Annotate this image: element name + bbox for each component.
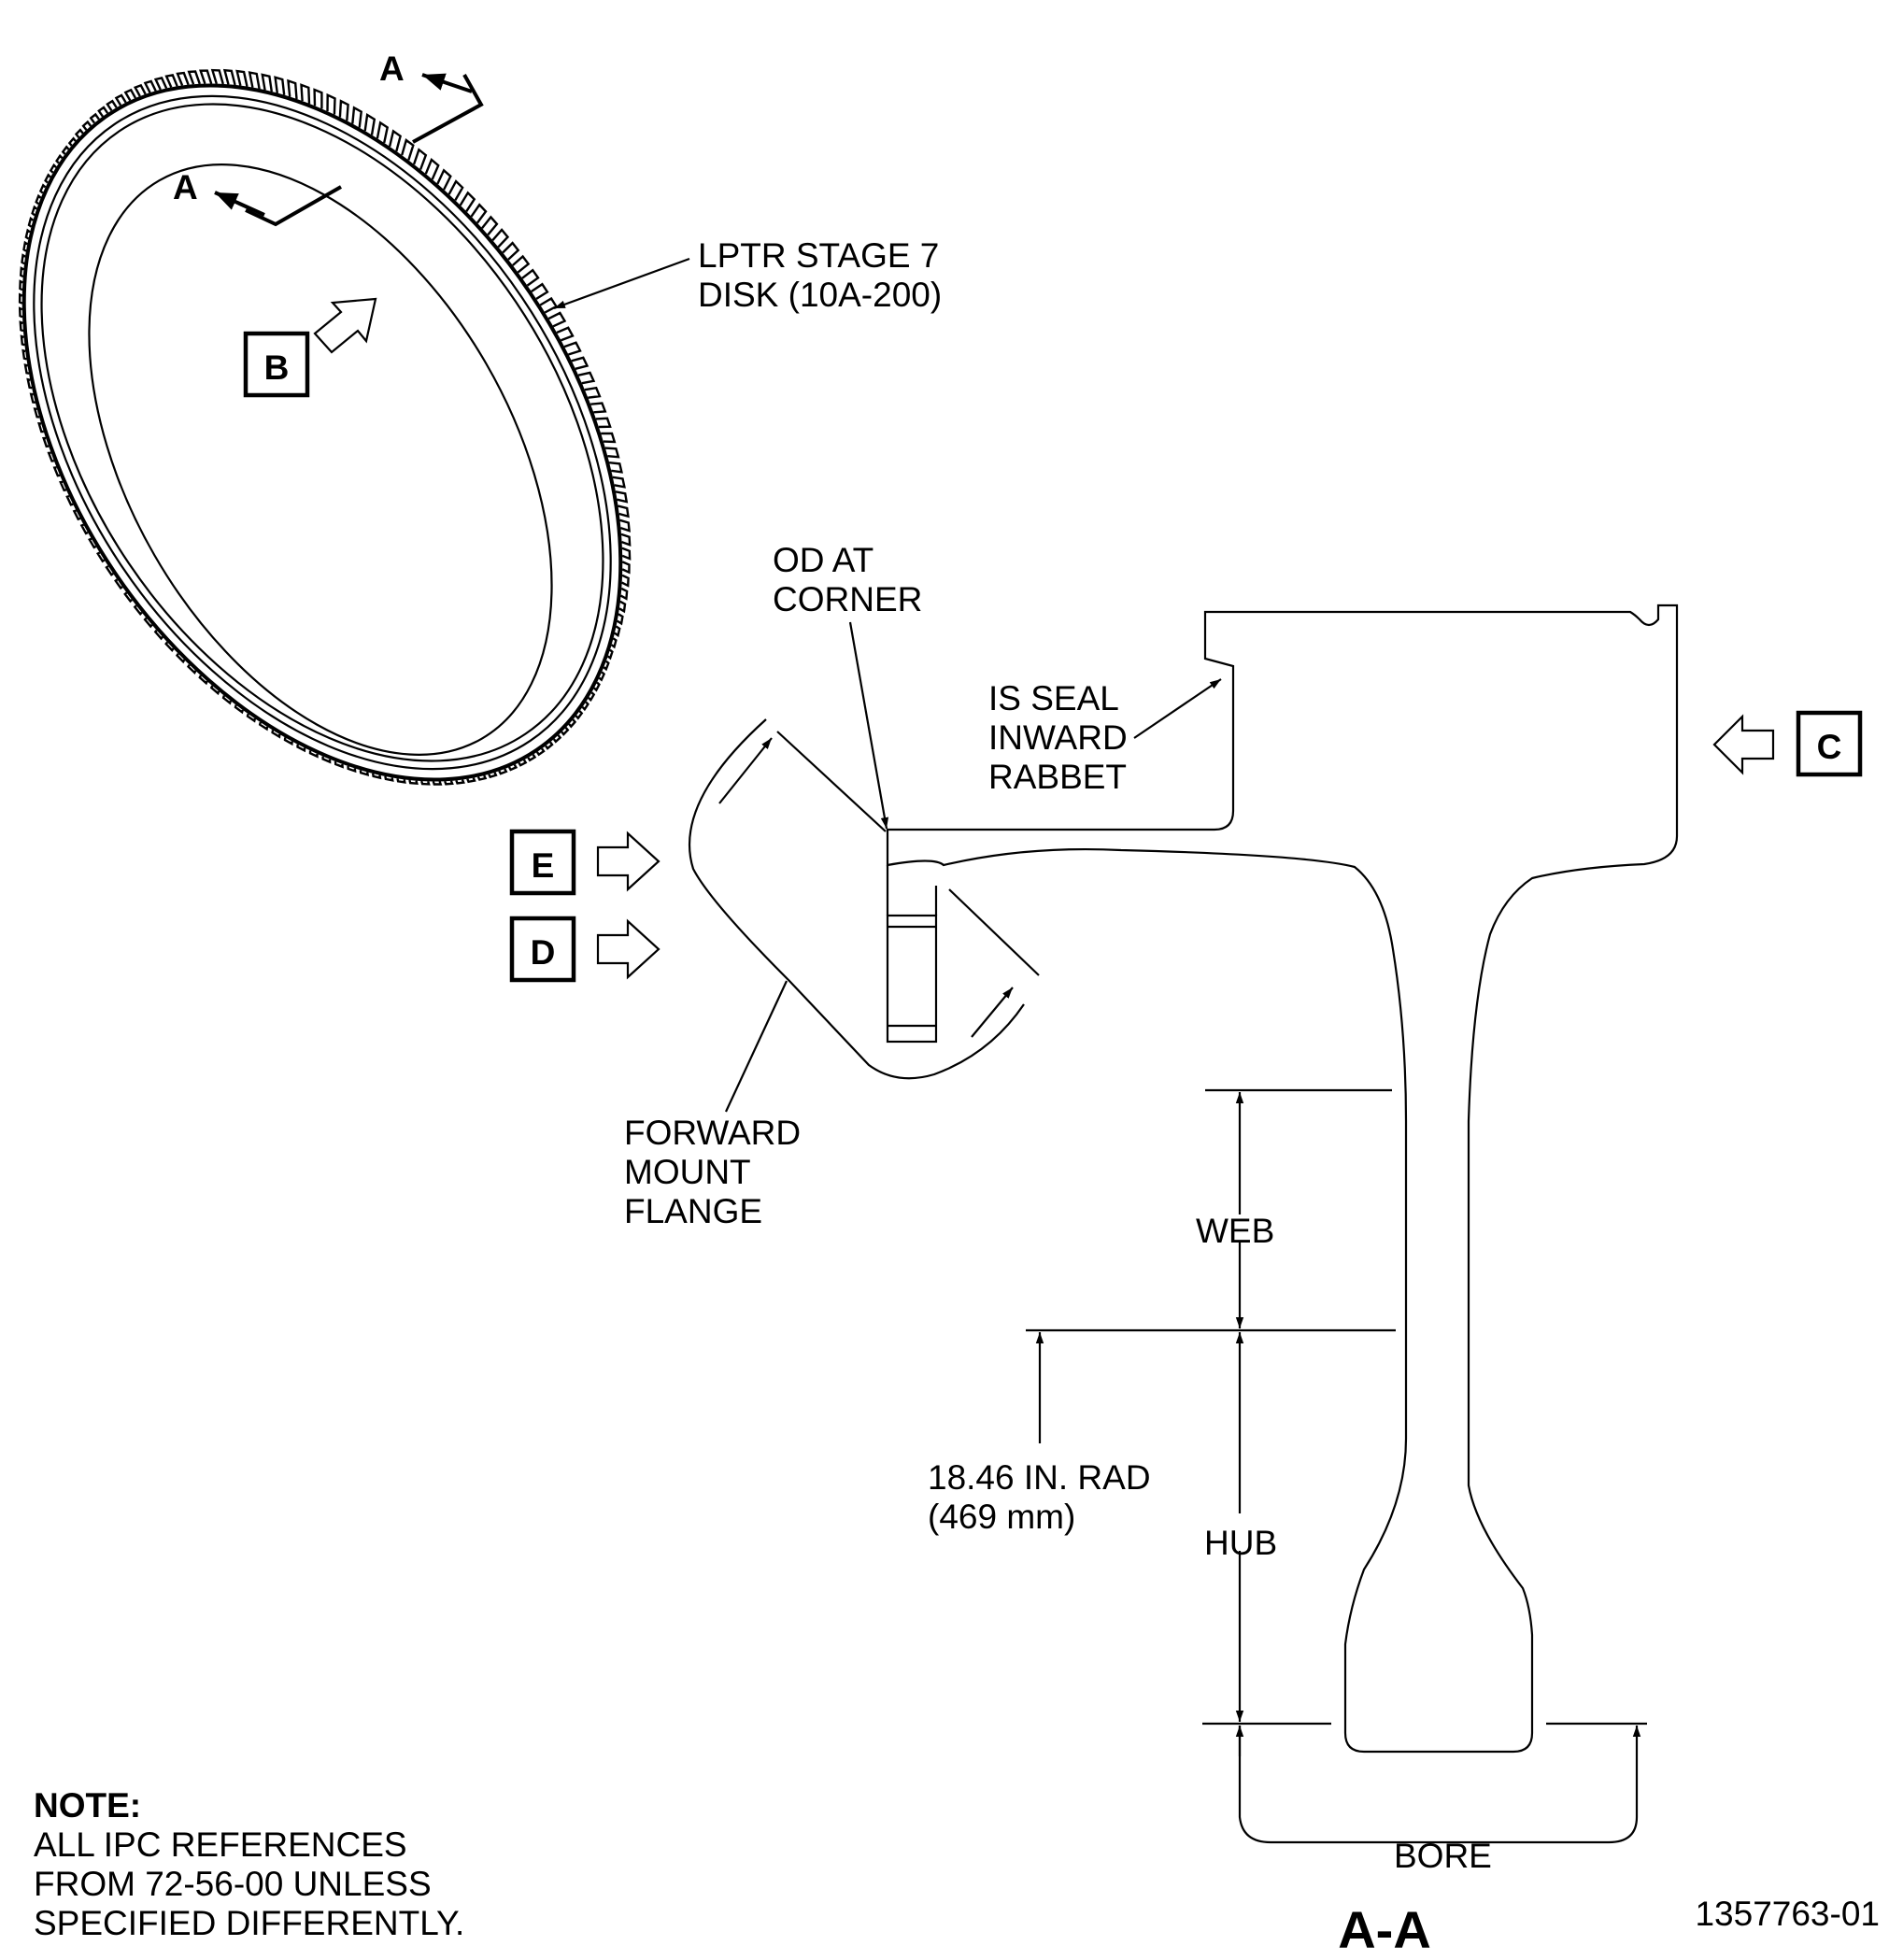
note-line1: ALL IPC REFERENCES bbox=[34, 1825, 407, 1864]
od-leader-line bbox=[848, 621, 889, 830]
view-d-label: D bbox=[531, 933, 556, 972]
od-label-line2: CORNER bbox=[773, 580, 922, 618]
note-line3: SPECIFIED DIFFERENTLY. bbox=[34, 1904, 464, 1942]
note-block: NOTE: ALL IPC REFERENCES FROM 72-56-00 U… bbox=[34, 1786, 464, 1942]
seal-label-line3: RABBET bbox=[988, 758, 1127, 796]
disk-teeth bbox=[18, 68, 632, 786]
flange-label-line3: FLANGE bbox=[624, 1192, 762, 1230]
view-c-label: C bbox=[1817, 728, 1842, 766]
section-marker-a-left: A bbox=[173, 168, 198, 206]
view-e-label: E bbox=[532, 846, 555, 885]
bore-label: BORE bbox=[1394, 1837, 1492, 1875]
seal-label-line2: INWARD bbox=[988, 718, 1128, 757]
section-profile bbox=[886, 604, 1679, 1754]
forward-mount-flange-outline bbox=[688, 718, 1025, 1080]
view-b-label: B bbox=[264, 348, 290, 387]
note-heading: NOTE: bbox=[34, 1786, 141, 1825]
radius-label-line1: 18.46 IN. RAD bbox=[928, 1458, 1151, 1497]
radius-label-line2: (469 mm) bbox=[928, 1498, 1075, 1536]
flange-leader-line bbox=[725, 980, 788, 1113]
view-c-callout: C bbox=[1712, 710, 1863, 777]
dimension-lines bbox=[1026, 1088, 1647, 1844]
note-line2: FROM 72-56-00 UNLESS bbox=[34, 1865, 432, 1903]
disk-isometric bbox=[18, 68, 632, 786]
figure-id: 1357763-01 bbox=[1695, 1895, 1880, 1933]
web-label: WEB bbox=[1196, 1212, 1274, 1250]
section-marker-a-top: A bbox=[379, 50, 405, 88]
section-cut-marker-left: A bbox=[173, 168, 342, 227]
section-cut-marker-top: A bbox=[379, 50, 484, 144]
view-d-callout: D bbox=[509, 916, 660, 983]
section-title: A-A bbox=[1338, 1900, 1431, 1959]
view-e-callout: E bbox=[509, 829, 660, 896]
disk-label-line2: DISK (10A-200) bbox=[698, 276, 942, 314]
disk-label-line1: LPTR STAGE 7 bbox=[698, 236, 939, 275]
seal-leader-line bbox=[1133, 678, 1222, 739]
disk-teeth-path bbox=[18, 68, 632, 786]
flange-label-line1: FORWARD bbox=[624, 1114, 801, 1152]
disk-leader-line bbox=[553, 257, 690, 310]
seal-label-line1: IS SEAL bbox=[988, 679, 1119, 717]
hub-label: HUB bbox=[1204, 1524, 1277, 1562]
flange-label-line2: MOUNT bbox=[624, 1153, 751, 1191]
view-b-callout: B bbox=[243, 297, 377, 398]
od-label-line1: OD AT bbox=[773, 541, 873, 579]
